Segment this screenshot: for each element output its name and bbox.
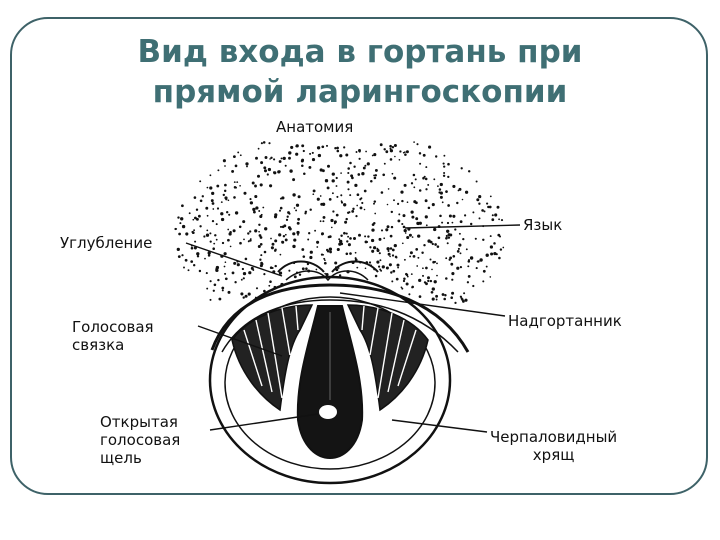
- label-vocal-cord: Голосовая связка: [72, 318, 154, 354]
- label-arytenoid-line-2: хрящ: [532, 446, 575, 464]
- leader-lines: [185, 224, 521, 433]
- label-open-glottis-line-3: щель: [100, 449, 142, 467]
- label-open-glottis-line-1: Открытая: [100, 413, 178, 431]
- epiglottis-tip: [277, 260, 379, 273]
- label-vocal-cord-line-1: Голосовая: [72, 318, 154, 336]
- title-line-2: прямой ларингоскопии: [152, 74, 568, 110]
- left-fold-hatching: [243, 305, 299, 399]
- slide-frame: [10, 17, 708, 495]
- label-open-glottis-line-2: голосовая: [100, 431, 181, 449]
- title-line-1: Вид входа в гортань при: [137, 34, 583, 70]
- label-open-glottis: Открытая голосовая щель: [100, 413, 180, 467]
- label-tongue: Язык: [523, 216, 563, 234]
- label-vocal-cord-line-2: связка: [72, 336, 125, 354]
- label-depression: Углубление: [60, 234, 153, 252]
- trachea-spot: [319, 405, 337, 419]
- label-epiglottis: Надгортанник: [508, 312, 622, 330]
- epiglottis-outer-arch: [210, 283, 470, 353]
- slide-title: Вид входа в гортань при прямой ларингоск…: [60, 32, 660, 112]
- depression-curve: [285, 270, 369, 282]
- label-arytenoid-line-1: Черпаловидный: [490, 428, 618, 446]
- epiglottis-inner-arch: [221, 299, 459, 353]
- right-fold-hatching: [361, 305, 417, 399]
- diagram-heading: Анатомия: [276, 118, 354, 136]
- label-arytenoid: Черпаловидный хрящ: [490, 428, 617, 464]
